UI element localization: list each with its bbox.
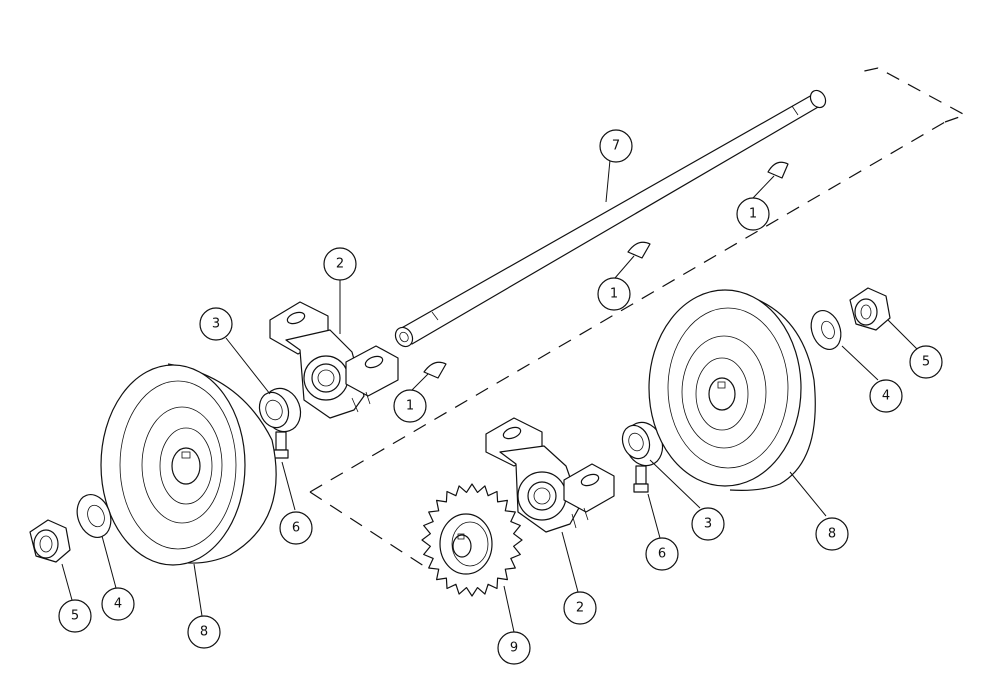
callout-label: 8 bbox=[828, 527, 836, 542]
callout-3-right: 3 bbox=[691, 507, 725, 541]
callout-6-right: 6 bbox=[645, 537, 679, 571]
washer-left bbox=[76, 494, 112, 538]
nut-right bbox=[849, 287, 891, 331]
collar-right bbox=[621, 421, 664, 467]
callout-label: 3 bbox=[212, 317, 220, 332]
callout-1-right: 1 bbox=[736, 197, 770, 231]
callout-label: 2 bbox=[576, 601, 584, 616]
callout-label: 5 bbox=[71, 609, 79, 624]
callout-5-left: 5 bbox=[58, 599, 92, 633]
callout-label: 9 bbox=[510, 641, 518, 656]
callout-4-left: 4 bbox=[101, 587, 135, 621]
set-screw-left bbox=[273, 431, 289, 459]
callout-8-left: 8 bbox=[187, 615, 221, 649]
washer-right bbox=[810, 310, 842, 350]
bearing-block-right bbox=[485, 417, 615, 533]
callout-6-left: 6 bbox=[279, 511, 313, 545]
callout-8-right: 8 bbox=[815, 517, 849, 551]
callout-label: 3 bbox=[704, 517, 712, 532]
callout-label: 6 bbox=[658, 547, 666, 562]
key-1-middle bbox=[627, 241, 651, 259]
callout-label: 4 bbox=[114, 597, 122, 612]
callout-5-right: 5 bbox=[909, 345, 943, 379]
set-screw-right bbox=[633, 465, 649, 493]
callout-9: 9 bbox=[497, 631, 531, 665]
wheel-left bbox=[100, 363, 277, 566]
callout-7: 7 bbox=[599, 129, 633, 163]
collar-left bbox=[258, 387, 302, 433]
callout-4-right: 4 bbox=[869, 379, 903, 413]
nut-left bbox=[29, 519, 71, 563]
bearing-block-left bbox=[269, 301, 399, 419]
callout-3-left: 3 bbox=[199, 307, 233, 341]
callout-label: 1 bbox=[749, 207, 757, 222]
key-1-left bbox=[423, 361, 447, 379]
assembly-dashed-outline bbox=[309, 67, 967, 571]
callout-2-left: 2 bbox=[323, 247, 357, 281]
callout-label: 2 bbox=[336, 257, 344, 272]
callout-label: 1 bbox=[406, 399, 414, 414]
callout-1-left: 1 bbox=[393, 389, 427, 423]
wheel-right bbox=[648, 289, 816, 491]
callout-1-middle: 1 bbox=[597, 277, 631, 311]
callout-label: 4 bbox=[882, 389, 890, 404]
callout-label: 7 bbox=[612, 139, 620, 154]
callout-label: 5 bbox=[922, 355, 930, 370]
callout-label: 6 bbox=[292, 521, 300, 536]
shaft bbox=[394, 89, 827, 348]
callout-label: 1 bbox=[610, 287, 618, 302]
key-1-right bbox=[767, 161, 789, 179]
sprocket bbox=[421, 483, 523, 597]
callout-label: 8 bbox=[200, 625, 208, 640]
leader-lines bbox=[61, 159, 919, 633]
callout-2-right: 2 bbox=[563, 591, 597, 625]
